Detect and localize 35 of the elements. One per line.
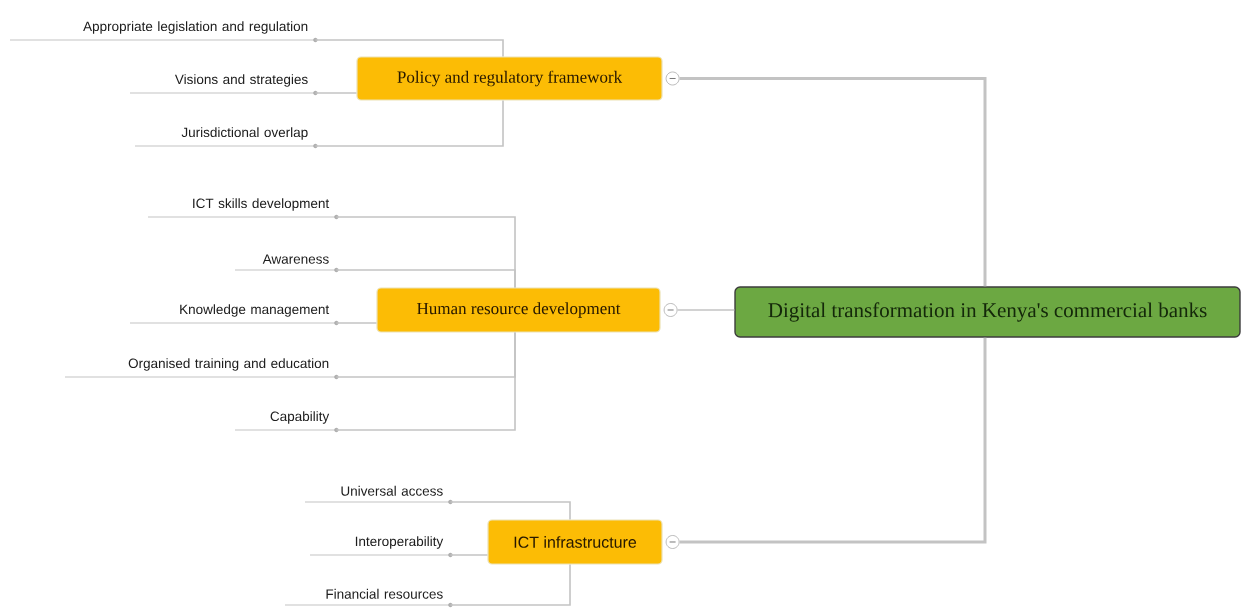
underlined-topic: Knowledge management: [129, 304, 339, 326]
underlined-topic: Visions and strategies: [129, 74, 318, 96]
node-label: Organised training and education: [128, 358, 329, 371]
node-label: Capability: [270, 411, 330, 424]
node-label: Jurisdictional overlap: [181, 127, 308, 140]
topic-box: Digital transformation in Kenya's commercial banks: [734, 286, 1241, 338]
node-label: Interoperability: [355, 536, 444, 549]
node-label: Financial resources: [326, 588, 443, 599]
subtopic-box: ICT infrastructure: [487, 519, 663, 565]
connector: [449, 501, 571, 521]
underlined-topic: ICT skills development: [147, 198, 339, 220]
connector: [314, 39, 504, 58]
connector: [335, 269, 516, 289]
underlined-topic: Universal access: [304, 485, 453, 505]
node-label: Universal access: [341, 485, 443, 496]
node-label: Appropriate legislation and regulation: [83, 21, 308, 34]
node-label: Awareness: [262, 254, 329, 264]
node-label: Knowledge management: [180, 304, 330, 317]
connector: [449, 554, 489, 556]
connector: [314, 92, 358, 94]
connector: [449, 563, 571, 606]
connector: [314, 99, 504, 147]
underlined-topic: Interoperability: [309, 536, 453, 558]
underlined-topic: Organised training and education: [64, 358, 339, 380]
underlined-topic: Capability: [234, 411, 339, 433]
underlined-topic: Appropriate legislation and regulation: [9, 21, 318, 43]
connector: [335, 322, 378, 324]
subtopic-box: Human resource development: [376, 287, 661, 333]
underlined-topic: Jurisdictional overlap: [134, 127, 318, 149]
node-label: Visions and strategies: [174, 74, 308, 87]
connector: [335, 331, 516, 431]
node-label: ICT skills development: [193, 198, 330, 211]
underlined-topic: Awareness: [234, 254, 339, 273]
subtopic-box: Policy and regulatory framework: [356, 56, 663, 101]
underlined-topic: Financial resources: [284, 588, 453, 608]
